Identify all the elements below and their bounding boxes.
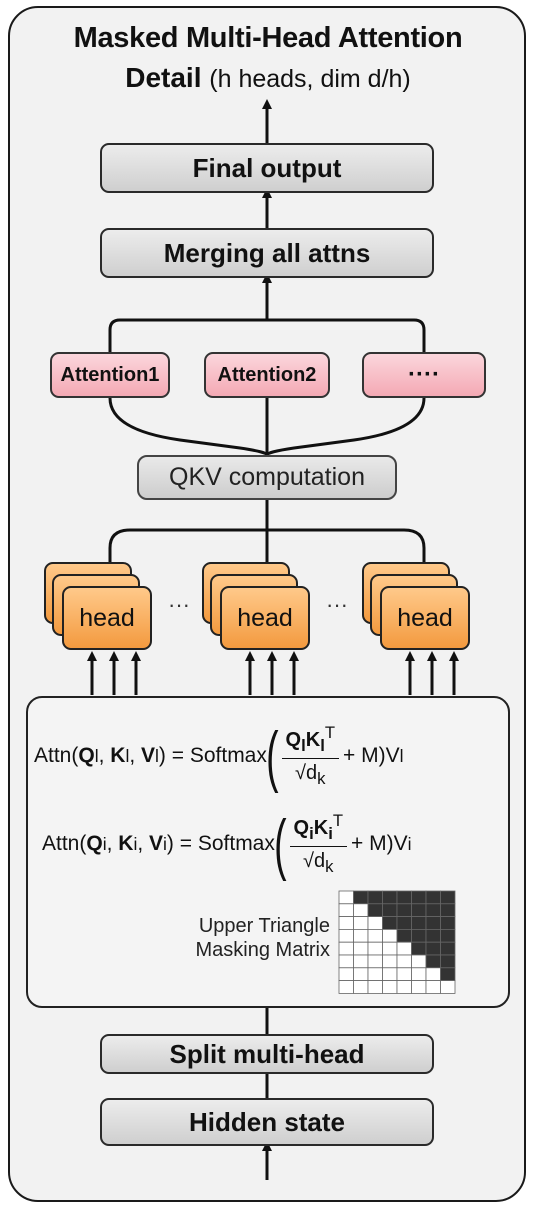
mask-cell-open — [411, 954, 427, 969]
mask-cell-open — [338, 903, 354, 918]
attention-box-1: Attention1 — [50, 352, 170, 398]
mask-cell-masked — [382, 903, 398, 918]
mask-cell-open — [367, 929, 383, 943]
qkv-to-attn3 — [265, 397, 426, 456]
mask-cell-open — [382, 980, 398, 994]
mask-cell-open — [396, 980, 412, 994]
eq-plus-m: + M)V — [351, 832, 408, 855]
mask-cell-open — [367, 980, 383, 994]
mask-cell-open — [353, 929, 369, 943]
merging-box: Merging all attns — [100, 228, 434, 278]
mask-cell-open — [367, 916, 383, 930]
mask-cell-open — [353, 941, 369, 956]
mask-cell-open — [367, 954, 383, 969]
mask-cell-masked — [411, 929, 427, 943]
qkv-computation-box: QKV computation — [137, 455, 397, 500]
mask-cell-open — [382, 941, 398, 956]
merge-bracket — [108, 318, 426, 352]
mask-cell-masked — [425, 941, 441, 956]
mask-cell-open — [382, 967, 398, 982]
mask-cell-masked — [367, 903, 383, 918]
mask-cell-open — [338, 967, 354, 982]
mask-cell-open — [411, 980, 427, 994]
eq-plus-m: + M)V — [343, 744, 400, 767]
mask-cell-open — [338, 929, 354, 943]
mask-cell-open — [353, 980, 369, 994]
mask-cell-masked — [411, 890, 427, 905]
mask-cell-open — [382, 954, 398, 969]
mask-cell-masked — [411, 916, 427, 930]
mask-cell-open — [338, 980, 354, 994]
mask-cell-masked — [425, 890, 441, 905]
split-multihead-box: Split multi-head — [100, 1034, 434, 1074]
diagram-subtitle: Detail (h heads, dim d/h) — [20, 62, 516, 94]
mask-cell-open — [440, 980, 456, 994]
mask-cell-open — [425, 980, 441, 994]
mask-cell-masked — [396, 890, 412, 905]
head-ellipsis-2: ··· — [326, 592, 348, 617]
mask-cell-masked — [411, 941, 427, 956]
eq-attn-label: Attn — [42, 832, 80, 855]
attention-box-more: ···· — [362, 352, 486, 398]
mask-cell-open — [353, 916, 369, 930]
mask-cell-masked — [425, 903, 441, 918]
mask-cell-masked — [440, 903, 456, 918]
final-output-box: Final output — [100, 143, 434, 193]
mask-cell-masked — [440, 916, 456, 930]
mask-cell-masked — [382, 916, 398, 930]
mask-cell-masked — [440, 954, 456, 969]
subtitle-detail: (h heads, dim d/h) — [209, 65, 411, 93]
mask-cell-open — [353, 954, 369, 969]
mask-cell-masked — [367, 890, 383, 905]
mask-cell-open — [353, 903, 369, 918]
mask-label: Upper Triangle Masking Matrix — [150, 914, 330, 962]
eq-softmax-label: = Softmax — [179, 832, 275, 855]
eq-softmax-label: = Softmax — [171, 744, 267, 767]
hidden-state-box: Hidden state — [100, 1098, 434, 1146]
mask-cell-open — [396, 954, 412, 969]
mask-cell-open — [382, 929, 398, 943]
mask-cell-masked — [440, 890, 456, 905]
mask-cell-masked — [425, 929, 441, 943]
mask-cell-open — [338, 916, 354, 930]
mask-cell-masked — [396, 929, 412, 943]
mask-cell-masked — [425, 916, 441, 930]
masking-matrix — [338, 890, 456, 994]
mask-cell-masked — [440, 967, 456, 982]
mask-label-line1: Upper Triangle — [198, 915, 330, 937]
mask-cell-masked — [425, 954, 441, 969]
mask-cell-open — [353, 967, 369, 982]
mask-cell-open — [338, 941, 354, 956]
mask-cell-masked — [440, 929, 456, 943]
diagram-title: Masked Multi-Head Attention — [73, 22, 463, 54]
mask-cell-open — [367, 941, 383, 956]
mask-cell-open — [396, 967, 412, 982]
eq-attn-label: Attn — [34, 744, 72, 767]
head-card: head — [62, 586, 152, 650]
mask-cell-masked — [411, 903, 427, 918]
mask-cell-masked — [396, 903, 412, 918]
subtitle-bold: Detail — [125, 62, 202, 93]
qkv-to-attn1 — [108, 397, 269, 456]
head-card: head — [220, 586, 310, 650]
mask-cell-open — [411, 967, 427, 982]
mask-label-line2: Masking Matrix — [195, 939, 330, 961]
mask-cell-open — [338, 954, 354, 969]
mask-cell-masked — [382, 890, 398, 905]
head-ellipsis-1: ··· — [168, 592, 190, 617]
mask-cell-masked — [440, 941, 456, 956]
attention-box-2: Attention2 — [204, 352, 330, 398]
mask-cell-open — [338, 890, 354, 905]
mask-cell-masked — [396, 916, 412, 930]
head-card: head — [380, 586, 470, 650]
mask-cell-masked — [353, 890, 369, 905]
mask-cell-open — [367, 967, 383, 982]
mask-cell-open — [425, 967, 441, 982]
mask-cell-open — [396, 941, 412, 956]
